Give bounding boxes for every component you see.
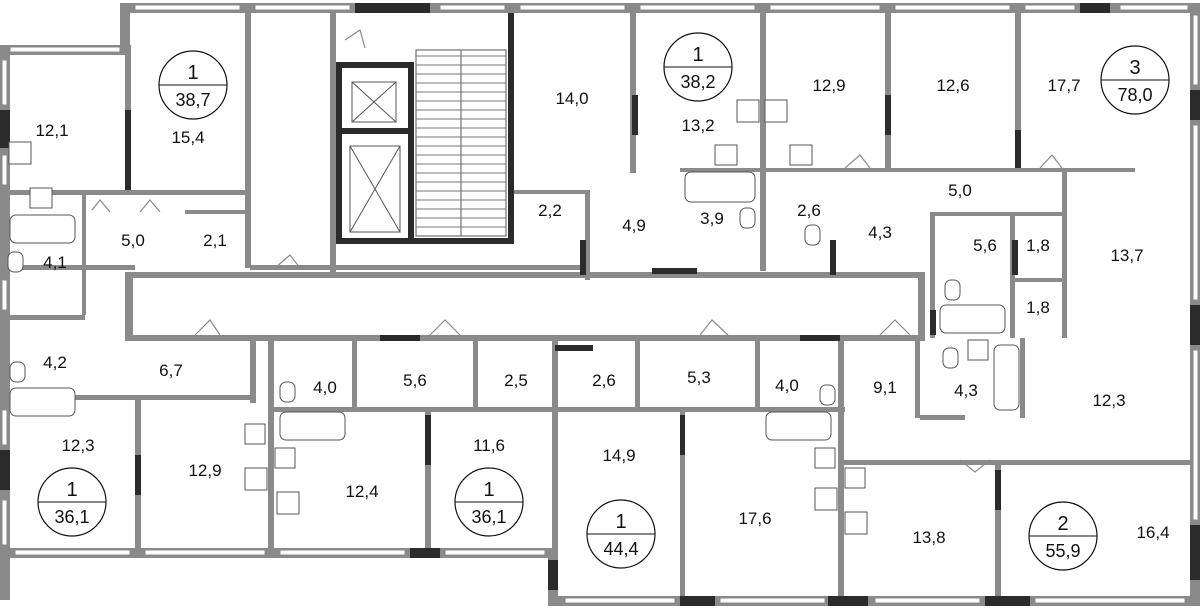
room-area-label: 16,4 bbox=[1136, 523, 1169, 542]
room-area-label: 4,0 bbox=[313, 378, 337, 397]
room-area-label: 15,4 bbox=[171, 128, 204, 147]
elevator-shafts bbox=[349, 81, 401, 233]
room-area-label: 2,1 bbox=[203, 231, 227, 250]
room-area-label: 4,1 bbox=[43, 253, 67, 272]
room-area-label: 13,2 bbox=[681, 116, 714, 135]
room-area-label: 2,5 bbox=[504, 371, 528, 390]
apartment-rooms: 1 bbox=[615, 511, 626, 533]
apartment-badge[interactable]: 1 36,1 bbox=[454, 467, 524, 537]
windows bbox=[1, 4, 1199, 604]
room-area-label: 4,3 bbox=[868, 223, 892, 242]
room-area-label: 12,3 bbox=[61, 436, 94, 455]
room-area-label: 17,6 bbox=[738, 509, 771, 528]
room-area-label: 2,6 bbox=[592, 371, 616, 390]
wall-accents bbox=[0, 3, 1200, 606]
room-area-label: 4,9 bbox=[622, 216, 646, 235]
room-area-label: 5,6 bbox=[973, 236, 997, 255]
apartment-badge[interactable]: 1 44,4 bbox=[586, 499, 656, 569]
apartment-area: 36,1 bbox=[54, 507, 89, 527]
stove-icons bbox=[8, 99, 868, 535]
room-area-label: 14,9 bbox=[602, 446, 635, 465]
apartment-badge[interactable]: 1 38,7 bbox=[158, 50, 228, 120]
staircase bbox=[415, 49, 507, 237]
room-area-label: 5,0 bbox=[948, 181, 972, 200]
apartment-rooms: 1 bbox=[483, 479, 494, 501]
room-area-label: 9,1 bbox=[873, 378, 897, 397]
bath-fixtures bbox=[7, 144, 1020, 489]
apartment-area: 38,2 bbox=[680, 72, 715, 92]
room-area-label: 4,2 bbox=[43, 353, 67, 372]
room-area-label: 13,8 bbox=[912, 528, 945, 547]
room-area-label: 5,3 bbox=[687, 368, 711, 387]
room-area-label: 1,8 bbox=[1026, 298, 1050, 317]
apartment-rooms: 2 bbox=[1057, 513, 1068, 535]
room-area-label: 5,6 bbox=[403, 371, 427, 390]
apartment-rooms: 1 bbox=[692, 44, 703, 66]
room-area-label: 12,4 bbox=[345, 482, 378, 501]
room-area-label: 1,8 bbox=[1026, 236, 1050, 255]
room-area-label: 11,6 bbox=[473, 436, 505, 455]
room-area-label: 4,3 bbox=[954, 381, 978, 400]
door-swings bbox=[91, 29, 1063, 473]
apartment-badge[interactable]: 1 36,1 bbox=[37, 467, 107, 537]
apartment-rooms: 1 bbox=[66, 479, 77, 501]
apartment-area: 55,9 bbox=[1045, 541, 1080, 561]
apartment-area: 44,4 bbox=[603, 539, 638, 559]
room-area-label: 12,3 bbox=[1092, 391, 1125, 410]
room-area-label: 12,1 bbox=[35, 121, 68, 140]
room-area-label: 3,9 bbox=[700, 209, 724, 228]
room-labels: 12,1 15,4 5,0 2,1 4,1 14,0 13,2 2,2 4,9 … bbox=[35, 76, 1169, 547]
room-area-label: 12,6 bbox=[936, 76, 969, 95]
room-area-label: 2,2 bbox=[538, 201, 562, 220]
apartment-rooms: 3 bbox=[1129, 57, 1140, 79]
room-area-label: 14,0 bbox=[555, 89, 588, 108]
apartment-badge[interactable]: 1 38,2 bbox=[663, 32, 733, 102]
room-area-label: 12,9 bbox=[188, 461, 221, 480]
apartment-rooms: 1 bbox=[187, 62, 198, 84]
room-area-label: 5,0 bbox=[121, 231, 145, 250]
apartment-area: 78,0 bbox=[1117, 85, 1152, 105]
room-area-label: 6,7 bbox=[159, 361, 183, 380]
apartment-area: 36,1 bbox=[471, 507, 506, 527]
apartment-area: 38,7 bbox=[175, 90, 210, 110]
room-area-label: 4,0 bbox=[775, 376, 799, 395]
apartment-badge[interactable]: 3 78,0 bbox=[1100, 45, 1170, 115]
room-area-label: 13,7 bbox=[1110, 246, 1143, 265]
apartment-badge[interactable]: 2 55,9 bbox=[1028, 501, 1098, 571]
room-area-label: 2,6 bbox=[797, 201, 821, 220]
room-area-label: 17,7 bbox=[1047, 76, 1080, 95]
room-area-label: 12,9 bbox=[812, 76, 845, 95]
